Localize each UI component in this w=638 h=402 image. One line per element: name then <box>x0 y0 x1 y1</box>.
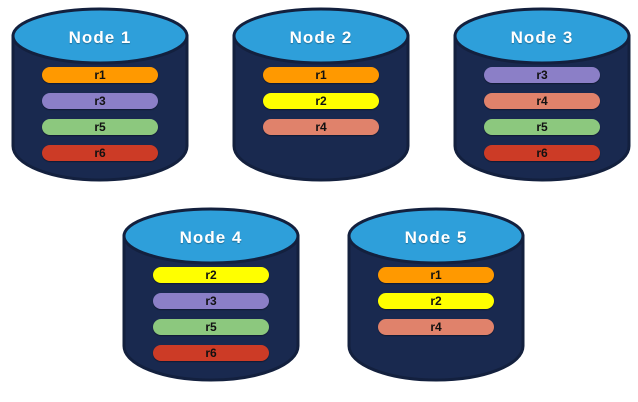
shard-list: r1 r2 r4 <box>263 67 379 145</box>
cylinder-top <box>11 7 189 65</box>
shard-r4[interactable]: r4 <box>378 319 494 335</box>
shard-r4[interactable]: r4 <box>484 93 600 109</box>
shard-r2[interactable]: r2 <box>263 93 379 109</box>
shard-list: r2 r3 r5 r6 <box>153 267 269 371</box>
shard-r3[interactable]: r3 <box>153 293 269 309</box>
shard-r6[interactable]: r6 <box>153 345 269 361</box>
shard-r6[interactable]: r6 <box>484 145 600 161</box>
shard-r1[interactable]: r1 <box>42 67 158 83</box>
shard-r5[interactable]: r5 <box>153 319 269 335</box>
cylinder-top <box>347 207 525 265</box>
cylinder-top <box>453 7 631 65</box>
shard-r2[interactable]: r2 <box>153 267 269 283</box>
shard-list: r1 r3 r5 r6 <box>42 67 158 171</box>
shard-r2[interactable]: r2 <box>378 293 494 309</box>
shard-r5[interactable]: r5 <box>42 119 158 135</box>
cylinder-top <box>232 7 410 65</box>
shard-r1[interactable]: r1 <box>263 67 379 83</box>
shard-list: r3 r4 r5 r6 <box>484 67 600 171</box>
shard-list: r1 r2 r4 <box>378 267 494 345</box>
shard-r3[interactable]: r3 <box>484 67 600 83</box>
shard-r4[interactable]: r4 <box>263 119 379 135</box>
cylinder-top <box>122 207 300 265</box>
shard-r6[interactable]: r6 <box>42 145 158 161</box>
shard-r1[interactable]: r1 <box>378 267 494 283</box>
shard-r3[interactable]: r3 <box>42 93 158 109</box>
shard-r5[interactable]: r5 <box>484 119 600 135</box>
